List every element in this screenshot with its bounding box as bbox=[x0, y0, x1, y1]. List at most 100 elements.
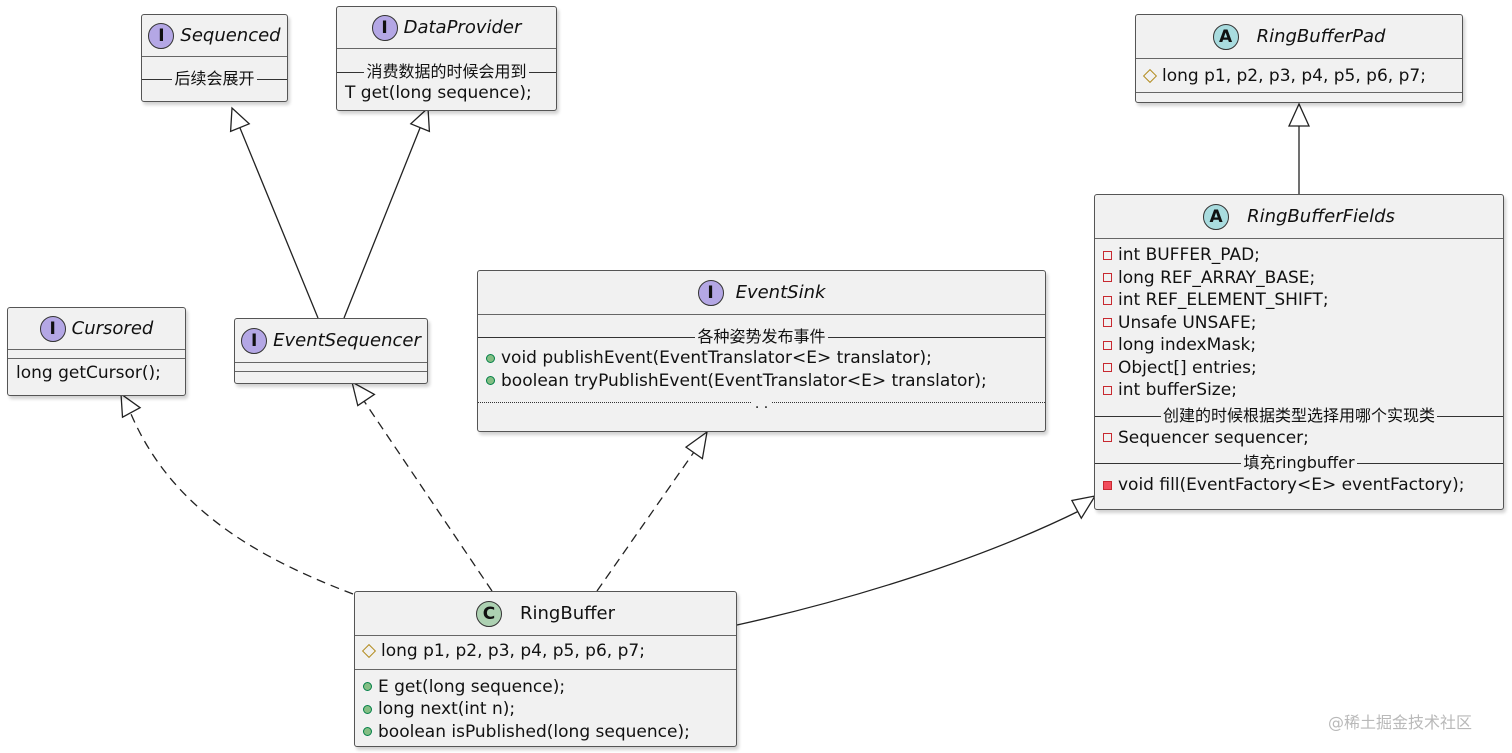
class-badge-icon: C bbox=[476, 600, 502, 627]
field-row: Unsafe UNSAFE; bbox=[1095, 312, 1503, 335]
method-row: T get(long sequence); bbox=[345, 83, 532, 103]
class-header: C RingBuffer bbox=[355, 592, 736, 636]
interface-badge-icon: I bbox=[39, 315, 66, 342]
note-text: 消费数据的时候会用到 bbox=[364, 62, 529, 81]
edge-ringbuffer-eventsink bbox=[596, 451, 695, 592]
private-field-icon bbox=[1103, 295, 1112, 305]
interface-badge-icon: I bbox=[241, 327, 268, 354]
interface-badge-icon: I bbox=[697, 279, 724, 306]
arrowhead-ringbufferpad bbox=[1287, 102, 1311, 127]
field-row: Sequencer sequencer; bbox=[1095, 427, 1503, 450]
method-signature: void publishEvent(EventTranslator<E> tra… bbox=[501, 348, 932, 368]
class-eventsequencer: I EventSequencer bbox=[234, 318, 428, 384]
watermark: @稀土掘金技术社区 bbox=[1328, 713, 1473, 732]
field-row: long indexMask; bbox=[1095, 334, 1503, 357]
class-name: EventSink bbox=[735, 282, 826, 303]
edge-ringbuffer-eventsequencer bbox=[363, 400, 493, 592]
method-row: boolean isPublished(long sequence); bbox=[355, 721, 736, 744]
field-signature: long REF_ARRAY_BASE; bbox=[1118, 267, 1316, 288]
method-signature: boolean tryPublishEvent(EventTranslator<… bbox=[501, 370, 987, 391]
method-row: boolean tryPublishEvent(EventTranslator<… bbox=[478, 370, 1045, 393]
class-header: I Cursored bbox=[8, 308, 185, 350]
edge-eventsequencer-sequenced bbox=[239, 127, 319, 319]
field-row: long REF_ARRAY_BASE; bbox=[1095, 267, 1503, 290]
private-field-icon bbox=[1103, 385, 1112, 395]
field-row: long p1, p2, p3, p4, p5, p6, p7; bbox=[1136, 65, 1462, 88]
field-signature: long p1, p2, p3, p4, p5, p6, p7; bbox=[381, 641, 645, 661]
field-row: int BUFFER_PAD; bbox=[1095, 244, 1503, 267]
class-cursored: I Cursored long getCursor(); bbox=[7, 307, 186, 396]
arrowhead-sequenced bbox=[229, 106, 251, 133]
field-signature: int REF_ELEMENT_SHIFT; bbox=[1118, 290, 1329, 310]
note-text: 填充ringbuffer bbox=[1241, 453, 1357, 472]
class-ringbuffer: C RingBuffer long p1, p2, p3, p4, p5, p6… bbox=[354, 591, 737, 747]
field-signature: int BUFFER_PAD; bbox=[1118, 245, 1260, 265]
interface-badge-icon: I bbox=[371, 14, 398, 41]
class-name: RingBuffer bbox=[520, 603, 615, 624]
section-note-fill: 填充ringbuffer bbox=[1095, 453, 1503, 473]
method-row: long next(int n); bbox=[355, 698, 736, 721]
private-field-icon bbox=[1103, 250, 1112, 260]
class-name: Sequenced bbox=[180, 25, 281, 46]
class-header: I EventSequencer bbox=[235, 319, 427, 363]
private-method-icon bbox=[1103, 480, 1112, 490]
class-header: I DataProvider bbox=[337, 7, 556, 49]
private-field-icon bbox=[1103, 340, 1112, 350]
class-eventsink: I EventSink 各种姿势发布事件 void publishEvent(E… bbox=[477, 270, 1046, 432]
method-signature: long next(int n); bbox=[378, 699, 516, 719]
private-field-icon bbox=[1103, 318, 1112, 328]
abstract-badge-icon: A bbox=[1203, 203, 1230, 230]
class-name: EventSequencer bbox=[273, 330, 421, 351]
section-note: 后续会展开 bbox=[142, 69, 287, 89]
public-method-icon bbox=[486, 353, 495, 363]
note-text: 后续会展开 bbox=[172, 69, 257, 88]
section-note: 各种姿势发布事件 bbox=[478, 327, 1045, 347]
section-fields bbox=[235, 363, 427, 371]
public-method-icon bbox=[363, 727, 372, 737]
field-signature: Sequencer sequencer; bbox=[1118, 427, 1309, 448]
public-method-icon bbox=[486, 376, 495, 386]
class-dataprovider: I DataProvider 消费数据的时候会用到 T get(long seq… bbox=[336, 6, 557, 111]
ellipsis-text: . . bbox=[751, 396, 772, 412]
method-signature: E get(long sequence); bbox=[378, 676, 566, 697]
arrowhead-cursored bbox=[120, 392, 142, 419]
section-fields bbox=[8, 350, 185, 358]
field-row: int REF_ELEMENT_SHIFT; bbox=[1095, 289, 1503, 312]
class-name: RingBufferPad bbox=[1256, 26, 1386, 47]
arrowhead-eventsequencer bbox=[351, 380, 376, 407]
arrowhead-eventsink bbox=[684, 430, 708, 460]
section-methods: E get(long sequence); long next(int n); … bbox=[355, 668, 736, 746]
class-header: A RingBufferPad bbox=[1136, 15, 1462, 59]
arrowhead-ringbufferfields bbox=[1070, 495, 1097, 520]
method-row: long getCursor(); bbox=[16, 363, 161, 383]
method-row: E get(long sequence); bbox=[355, 676, 736, 699]
field-row: int bufferSize; bbox=[1095, 379, 1503, 402]
private-field-icon bbox=[1103, 273, 1112, 283]
interface-badge-icon: I bbox=[148, 22, 175, 49]
class-name: RingBufferFields bbox=[1247, 206, 1395, 227]
field-signature: Object[] entries; bbox=[1118, 357, 1257, 378]
note-text: 各种姿势发布事件 bbox=[695, 327, 828, 346]
method-row: void fill(EventFactory<E> eventFactory); bbox=[1095, 474, 1503, 497]
arrowhead-dataprovider bbox=[409, 106, 431, 133]
section-methods: long getCursor(); bbox=[8, 358, 185, 387]
field-signature: long indexMask; bbox=[1118, 335, 1257, 355]
section-fields: long p1, p2, p3, p4, p5, p6, p7; bbox=[355, 636, 736, 669]
public-method-icon bbox=[363, 704, 372, 714]
class-sequenced: I Sequenced 后续会展开 bbox=[141, 14, 288, 102]
class-name: Cursored bbox=[71, 318, 154, 339]
abstract-badge-icon: A bbox=[1212, 23, 1239, 50]
field-signature: long p1, p2, p3, p4, p5, p6, p7; bbox=[1162, 66, 1426, 86]
field-signature: Unsafe UNSAFE; bbox=[1118, 312, 1257, 333]
class-name: DataProvider bbox=[403, 17, 522, 38]
protected-field-icon bbox=[1142, 69, 1158, 84]
section-note-sequencer: 创建的时候根据类型选择用哪个实现类 bbox=[1095, 405, 1503, 426]
public-method-icon bbox=[363, 682, 372, 692]
edge-eventsequencer-dataprovider bbox=[343, 127, 421, 319]
edge-ringbuffer-ringbufferfields bbox=[736, 509, 1082, 626]
field-row: long p1, p2, p3, p4, p5, p6, p7; bbox=[355, 640, 736, 663]
class-ringbufferpad: A RingBufferPad long p1, p2, p3, p4, p5,… bbox=[1135, 14, 1463, 103]
section-ellipsis: . . bbox=[478, 396, 1045, 412]
section-fields: int BUFFER_PAD; long REF_ARRAY_BASE; int… bbox=[1095, 239, 1503, 402]
